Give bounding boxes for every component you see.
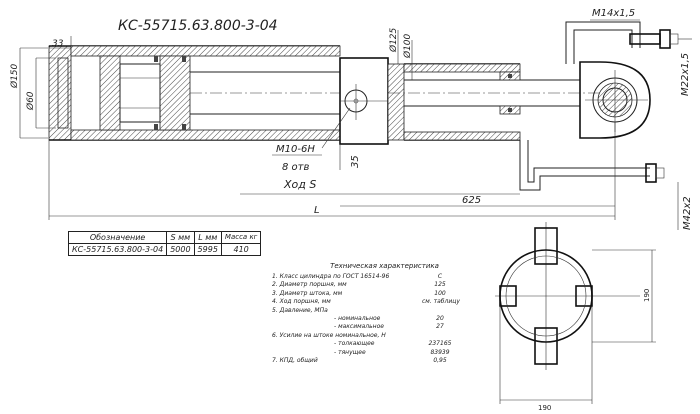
dim-m10: М10-6Н [276, 144, 315, 155]
col-mass: Масса кг [220, 231, 262, 244]
cell-length: 5995 [193, 243, 222, 256]
dim-625: 625 [462, 195, 481, 206]
col-designation: Обозначение [67, 231, 168, 244]
drawing-code: КС-55715.63.800-3-04 [118, 18, 278, 34]
dim-d60: Ø60 [25, 91, 36, 111]
spec-table-header: Обозначение S мм L мм Масса кг [67, 231, 262, 244]
dim-d100: Ø100 [402, 33, 413, 59]
col-stroke: S мм [166, 231, 195, 244]
cell-designation: КС-55715.63.800-3-04 [67, 243, 168, 256]
dim-m22: М22х1,5 [680, 53, 691, 96]
dim-L: L [314, 205, 320, 216]
tech-title: Техническая характеристика [330, 262, 439, 270]
dimensions: 33 Ø150 Ø60 Ø125 Ø100 М14х1,5 М22х1,5 М4… [9, 8, 693, 230]
rod-eye [579, 61, 651, 139]
dim-190: 190 [538, 404, 551, 412]
dim-d125: Ø125 [388, 27, 399, 53]
lower-pipe [519, 140, 665, 191]
dim-stroke: Ход S [283, 178, 316, 191]
upper-pipe [565, 21, 692, 64]
technical-characteristics: Техническая характеристика 1. Класс цили… [272, 262, 477, 365]
col-length: L мм [193, 231, 222, 244]
tech-item: 5. Давление, МПа [272, 306, 328, 314]
mounting-block [339, 57, 389, 145]
table-row: КС-55715.63.800-3-04 5000 5995 410 [67, 243, 262, 256]
tech-item: 6. Усилие на штоке номинальное, Н [272, 331, 386, 339]
dim-m14: М14х1,5 [592, 8, 635, 19]
spec-table: Обозначение S мм L мм Масса кг КС-55715.… [67, 231, 262, 256]
dim-190-vertical: 190 [643, 289, 651, 302]
dim-35: 35 [350, 155, 361, 168]
dim-33: 33 [52, 39, 64, 49]
dim-d150: Ø150 [9, 63, 20, 89]
cylinder-body [20, 45, 341, 141]
rod-section [387, 63, 600, 141]
dim-m10-count: 8 отв [282, 162, 309, 173]
cell-mass: 410 [220, 243, 262, 256]
cell-stroke: 5000 [166, 243, 195, 256]
side-view: 190 190 [495, 222, 656, 412]
dim-m42: М42х2 [682, 196, 693, 230]
